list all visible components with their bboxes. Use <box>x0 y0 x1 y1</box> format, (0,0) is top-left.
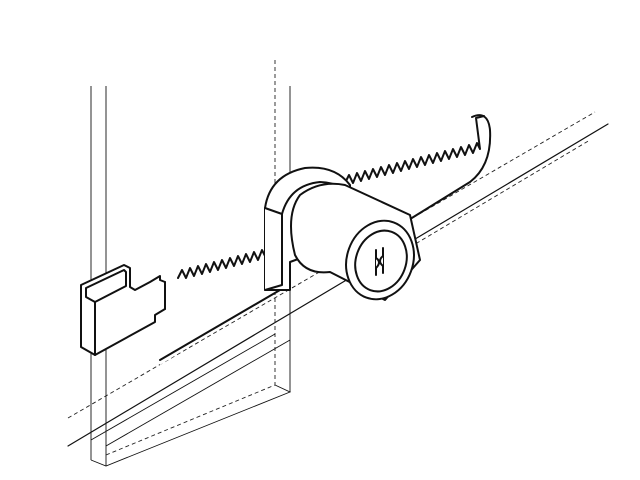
lock-cylinder <box>290 182 421 301</box>
end-clip <box>80 264 166 356</box>
keyhole-icon <box>375 247 384 276</box>
glass-panel <box>90 60 292 467</box>
rail-lines <box>67 111 609 447</box>
